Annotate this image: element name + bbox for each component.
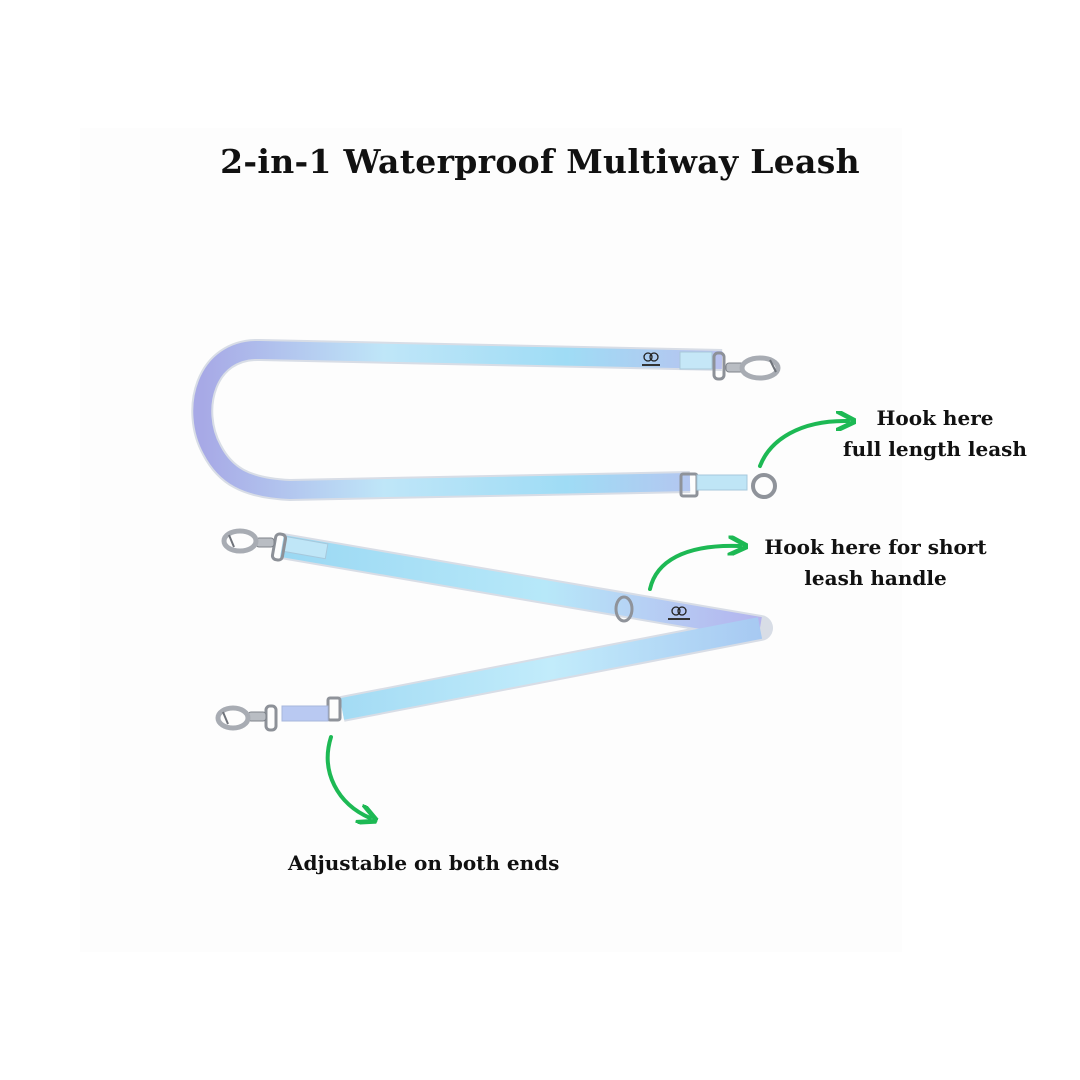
arrow-adjustable-icon	[325, 735, 370, 818]
arrow-short-handle-icon	[648, 546, 740, 591]
snap-hook-top	[712, 351, 781, 381]
snap-hook-middle	[221, 528, 288, 562]
adjustable-annotation: Adjustable on both ends	[288, 848, 560, 879]
short-handle-line-2: leash handle	[804, 566, 947, 590]
upper-loop-strap	[191, 339, 723, 502]
short-handle-line-1: Hook here for short	[764, 535, 987, 559]
adjustable-text: Adjustable on both ends	[288, 851, 560, 875]
o-ring-upper	[751, 473, 777, 499]
full-length-line-1: Hook here	[876, 406, 994, 430]
snap-hook-bottom	[215, 704, 278, 732]
full-length-annotation: Hook here full length leash	[835, 403, 1035, 465]
short-handle-annotation: Hook here for short leash handle	[748, 532, 1003, 594]
adjuster-buckle-lower	[281, 696, 342, 722]
adjuster-buckle-upper	[679, 472, 748, 498]
product-background	[80, 128, 902, 952]
full-length-line-2: full length leash	[843, 437, 1027, 461]
middle-strap	[279, 533, 773, 722]
d-ring-mid	[614, 595, 634, 623]
page-title: 2-in-1 Waterproof Multiway Leash	[220, 142, 860, 181]
brand-logo-mid	[668, 606, 690, 620]
brand-logo-top	[642, 352, 660, 366]
arrow-full-length-icon	[758, 421, 848, 468]
